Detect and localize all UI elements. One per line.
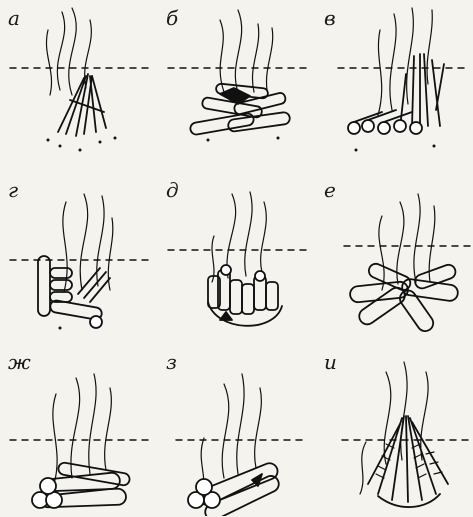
panel-v-leaning-fire: в — [316, 0, 473, 172]
taiga-fire-drawing — [0, 344, 157, 516]
leaning-fire-drawing — [316, 0, 473, 172]
pit-fire-drawing — [158, 172, 315, 344]
nodya-fire-drawing — [158, 344, 315, 516]
panel-g-lean-to-fire: г — [0, 172, 157, 344]
panel-z-nodya-fire: з — [158, 344, 315, 516]
panel-e-star-fire: е — [316, 172, 473, 344]
panel-b-well-fire: б — [158, 0, 315, 172]
panel-a-wigwam-fire: а — [0, 0, 157, 172]
panel-i-conifer-fire: и — [316, 344, 473, 516]
wigwam-fire-drawing — [0, 0, 157, 172]
panel-d-pit-fire: д — [158, 172, 315, 344]
conifer-fire-drawing — [316, 344, 473, 516]
star-fire-drawing — [316, 172, 473, 344]
lean-to-fire-drawing — [0, 172, 157, 344]
well-fire-drawing — [158, 0, 315, 172]
panel-zh-taiga-fire: ж — [0, 344, 157, 516]
